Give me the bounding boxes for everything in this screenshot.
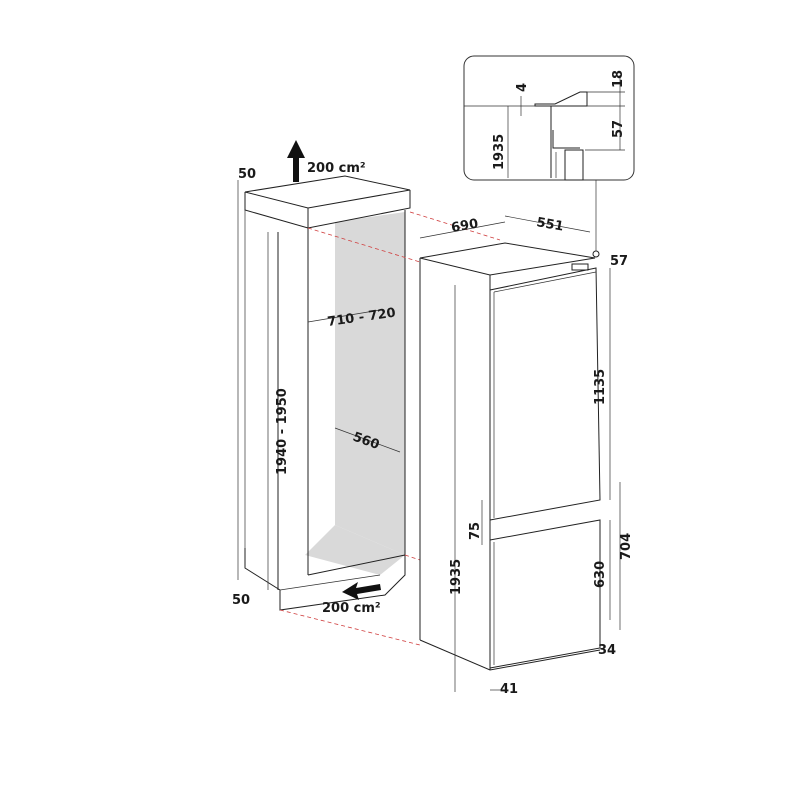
lower-door	[489, 519, 601, 669]
lower-section-height-label: 704	[619, 533, 634, 560]
inset-detail	[463, 55, 635, 181]
door-gap-label: 75	[468, 522, 483, 540]
cabinet	[237, 140, 411, 611]
inset-hinge-height-label: 57	[611, 120, 626, 138]
top-vent-label: 200 cm²	[307, 161, 366, 176]
appliance	[419, 180, 621, 692]
hinge	[571, 263, 589, 271]
top-gap-label: 50	[238, 167, 256, 182]
cabinet-height-label: 1940 - 1950	[275, 388, 290, 475]
inset-frame	[463, 55, 635, 181]
cabinet-top-slab	[244, 175, 411, 209]
bottom-vent-label: 200 cm²	[322, 601, 381, 616]
inset-height-label: 1935	[492, 134, 507, 170]
alignment-guides	[279, 211, 501, 646]
bottom-depth-label: 41	[500, 682, 518, 697]
upper-door-height-label: 1135	[593, 369, 608, 405]
inset-gap-label: 4	[515, 83, 530, 92]
total-height-label: 1935	[449, 559, 464, 595]
appliance-depth-label: 690	[450, 216, 479, 235]
airflow-in-arrow-icon	[342, 582, 381, 600]
upper-door	[489, 267, 601, 521]
airflow-up-arrow-icon	[287, 140, 305, 182]
top-offset-label: 57	[610, 254, 628, 269]
inset-hinge-top-label: 18	[611, 70, 626, 88]
cabinet-floor	[305, 525, 405, 575]
inset-reference-marker	[592, 250, 600, 258]
bottom-offset-label: 34	[598, 643, 616, 658]
bottom-gap-label: 50	[232, 593, 250, 608]
appliance-width-label: 551	[535, 215, 564, 234]
appliance-top	[419, 242, 596, 276]
lower-door-height-label: 630	[593, 561, 608, 588]
cabinet-back-panel	[335, 212, 405, 555]
